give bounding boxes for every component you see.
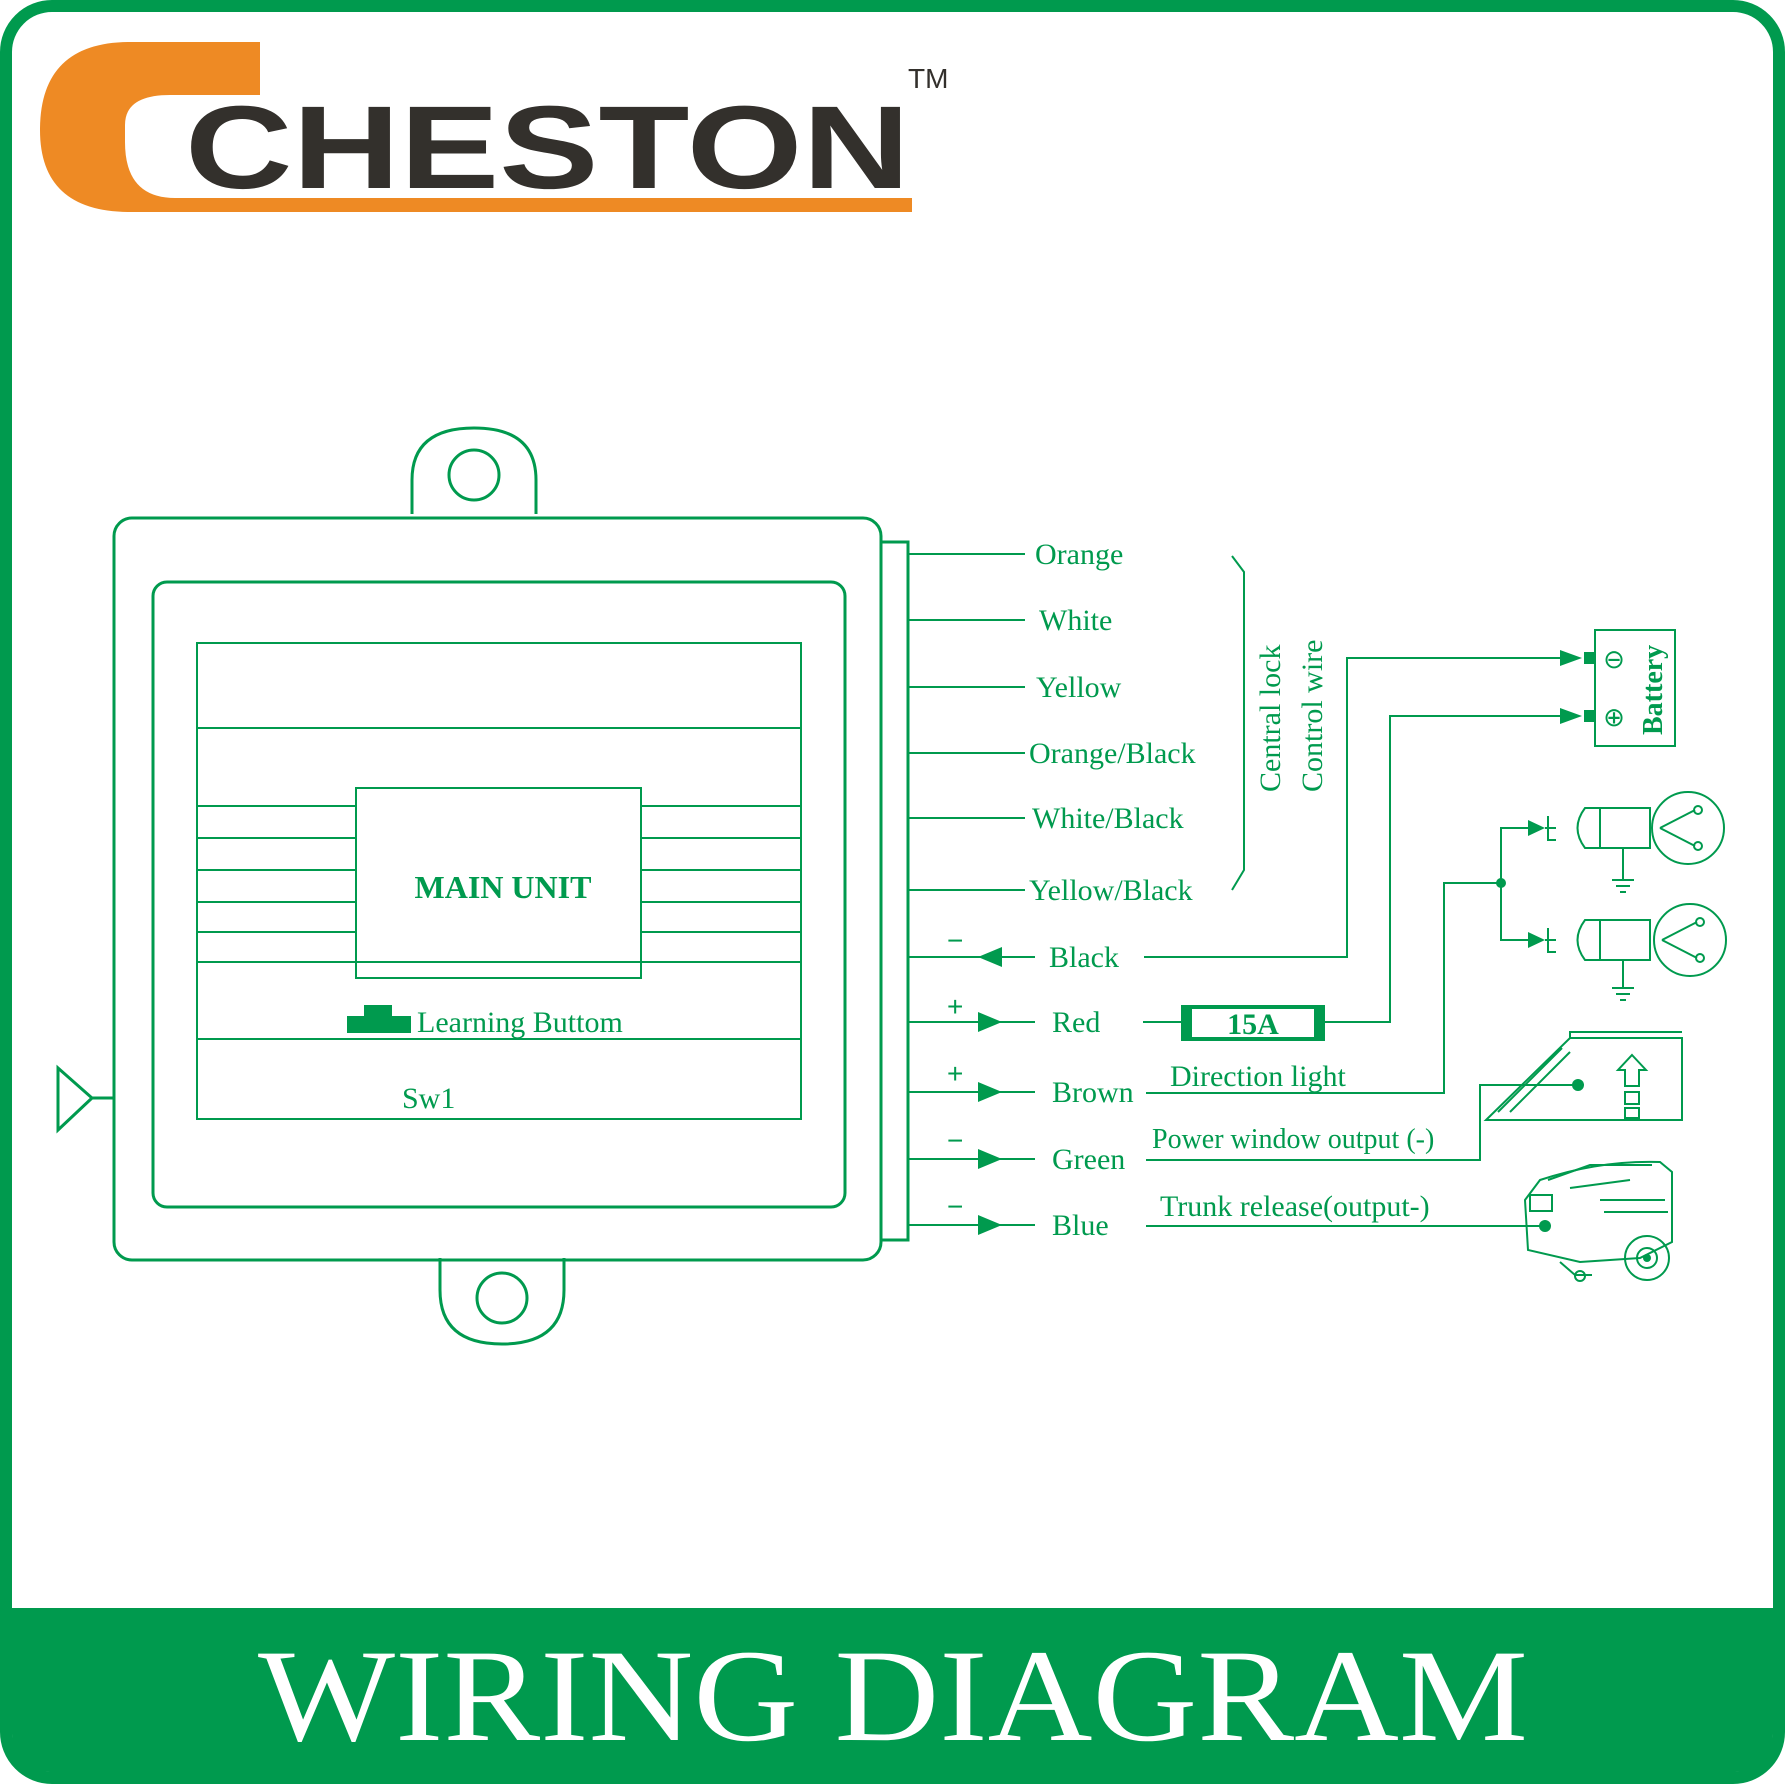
central-lock-label: Central lock [1254,645,1287,792]
housing-inner [151,580,847,1209]
wire-labels: Orange White Yellow Orange/Black White/B… [1029,538,1196,1242]
wire-label-brown: Brown [1052,1076,1134,1109]
wire-label-yellow-black: Yellow/Black [1029,874,1193,907]
switch-label: Sw1 [402,1082,455,1115]
wire-leads [908,553,1035,1235]
polarity-green: − [947,1125,963,1156]
footer-title: WIRING DIAGRAM [258,1622,1528,1769]
logo-wordmark: CHESTON [185,82,910,214]
main-unit-label: MAIN UNIT [415,869,592,905]
logo-trademark: TM [908,63,948,94]
wire-arrow-icon [978,1082,1002,1102]
battery-negative: ⊖ [1603,644,1625,674]
learning-button-icon [347,1005,411,1033]
power-window-icon [1483,1031,1683,1121]
direction-light-upper [1528,791,1725,893]
antenna-icon [56,1064,114,1134]
wire-label-orange: Orange [1035,538,1123,571]
polarity-marks: − + + − − [947,925,963,1222]
trunk-release-label: Trunk release(output-) [1160,1190,1430,1223]
wire-label-white: White [1039,604,1112,637]
fuse-label: 15A [1227,1008,1279,1041]
central-lock-bracket: Central lock Control wire [1231,555,1329,891]
wire-label-black: Black [1049,941,1119,974]
pcb-traces [197,805,801,933]
direction-light-label: Direction light [1170,1060,1346,1093]
wire-label-yellow: Yellow [1036,671,1122,704]
polarity-blue: − [947,1191,963,1222]
fuse-icon: 15A [1181,1005,1325,1041]
wire-label-green: Green [1052,1143,1125,1176]
main-unit-box [355,787,642,979]
control-wire-label: Control wire [1296,640,1329,792]
direction-light-lower [1528,903,1727,1001]
battery-positive: ⊕ [1603,702,1625,732]
main-unit-housing: MAIN UNIT Learning Buttom Sw1 [56,426,910,1346]
wire-label-blue: Blue [1052,1209,1109,1242]
battery-label: Battery [1638,645,1669,735]
cheston-logo: CHESTON TM [40,42,948,214]
wire-arrow-icon [978,1215,1002,1235]
mount-tab-top [410,426,538,514]
car-trunk-icon [1523,1160,1673,1282]
mount-tab-bottom [438,1258,566,1346]
wire-label-white-black: White/Black [1032,802,1184,835]
battery-icon: ⊖ ⊕ Battery [1584,629,1676,747]
wire-label-orange-black: Orange/Black [1029,737,1196,770]
mount-hole-top [447,448,501,502]
pcb-panel [196,642,802,1120]
external-wiring [1143,650,1582,1227]
wire-arrow-icon [978,947,1002,967]
wire-arrow-icon [978,1012,1002,1032]
footer-band [12,1608,1773,1772]
wire-arrow-icon [978,1149,1002,1169]
logo-c-swoosh [40,42,912,212]
polarity-brown: + [947,1058,963,1089]
wire-label-red: Red [1052,1006,1100,1039]
polarity-red: + [947,991,963,1022]
polarity-black: − [947,925,963,956]
mount-hole-bottom [475,1271,529,1325]
power-window-label: Power window output (-) [1152,1124,1434,1155]
learning-button-label: Learning Buttom [417,1006,623,1039]
